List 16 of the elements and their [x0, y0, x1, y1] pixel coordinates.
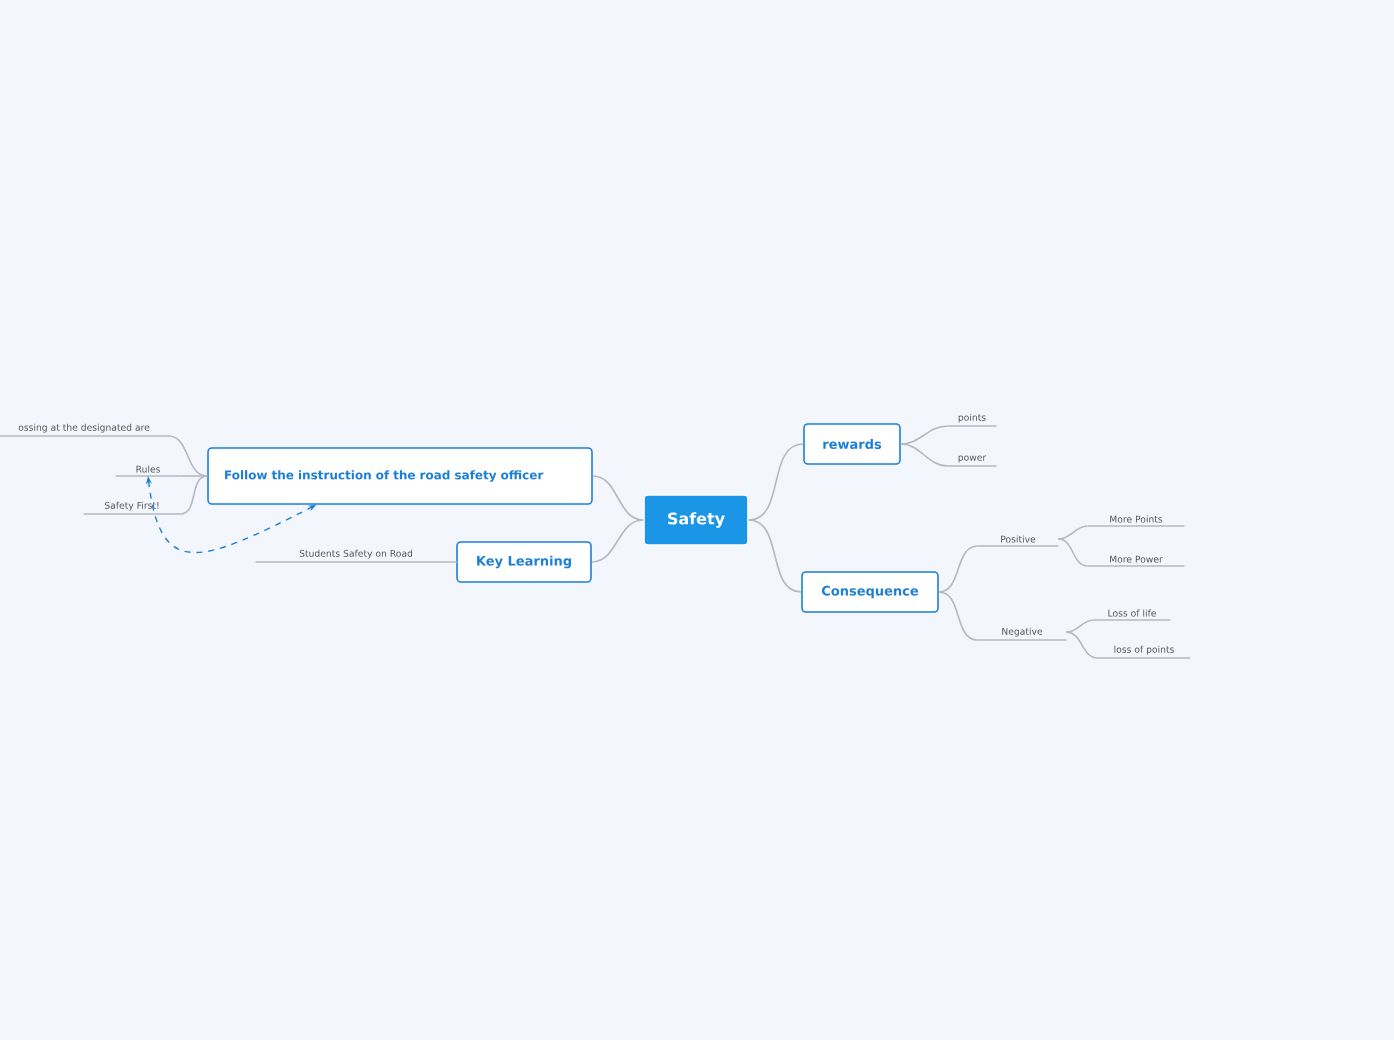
- connector-line: [748, 519, 802, 593]
- connector-line: [938, 545, 979, 593]
- connector-line: [938, 591, 979, 641]
- connector-line: [591, 519, 644, 563]
- connector-line: [1057, 538, 1089, 567]
- connector-line: [167, 435, 208, 477]
- connector-line: [1057, 525, 1089, 540]
- connector-line: [592, 475, 644, 521]
- connector-line: [900, 443, 949, 467]
- root-box: Safety: [643, 494, 749, 546]
- connector-line: [179, 475, 208, 477]
- connector-line: [179, 475, 208, 515]
- connector-line: [900, 425, 949, 445]
- connector-line: [748, 443, 804, 521]
- connector-line: [1065, 631, 1099, 659]
- connector-line: [1065, 619, 1095, 633]
